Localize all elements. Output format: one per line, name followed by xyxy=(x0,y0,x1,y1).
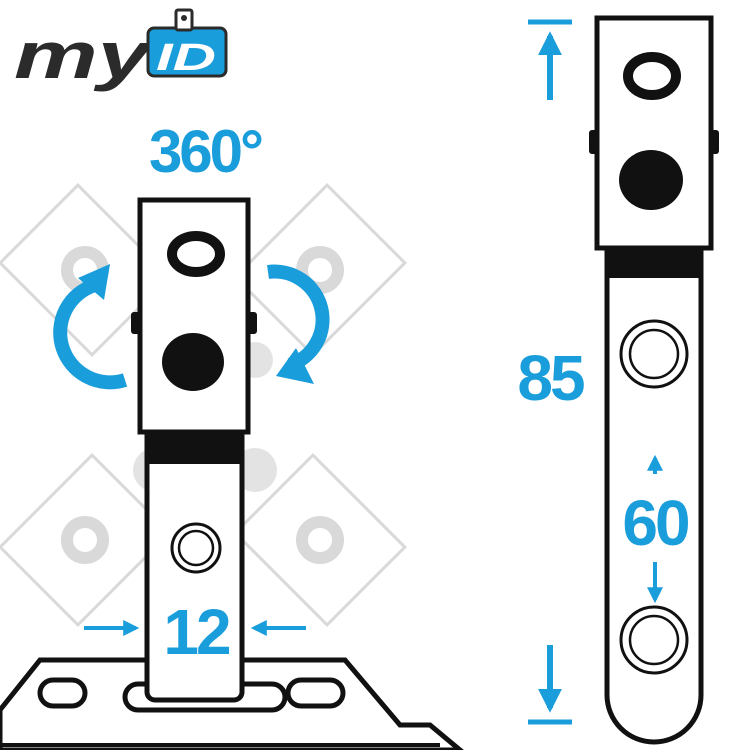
card-slot-left xyxy=(37,677,88,709)
hole-spacing-dimension: 60 xyxy=(622,454,691,604)
logo-badge-hole-icon xyxy=(181,15,187,21)
length-dimension: 85 xyxy=(517,19,587,725)
side-hole-top xyxy=(623,52,681,100)
strap-band xyxy=(147,430,242,464)
logo-my-text: my xyxy=(14,18,155,92)
clip-front-view xyxy=(131,197,257,703)
logo-id-text: ID xyxy=(156,37,216,79)
width-label: 12 xyxy=(163,596,230,668)
card-slot-right xyxy=(285,677,346,709)
length-label: 85 xyxy=(517,342,584,414)
myid-logo: my ID xyxy=(14,8,228,92)
hole-spacing-label: 60 xyxy=(622,487,688,559)
rotation-label: 360° xyxy=(149,118,262,185)
width-dimension: 12 xyxy=(84,596,306,668)
clip-side-view xyxy=(589,15,719,745)
clip-hole-top xyxy=(167,231,225,277)
rotate-right-arrow-icon xyxy=(267,264,330,372)
clip-hole-bottom xyxy=(162,333,224,391)
rotate-left-arrow-icon xyxy=(53,278,128,390)
rotate-arrows xyxy=(53,264,330,390)
side-hole-bottom xyxy=(619,150,683,210)
